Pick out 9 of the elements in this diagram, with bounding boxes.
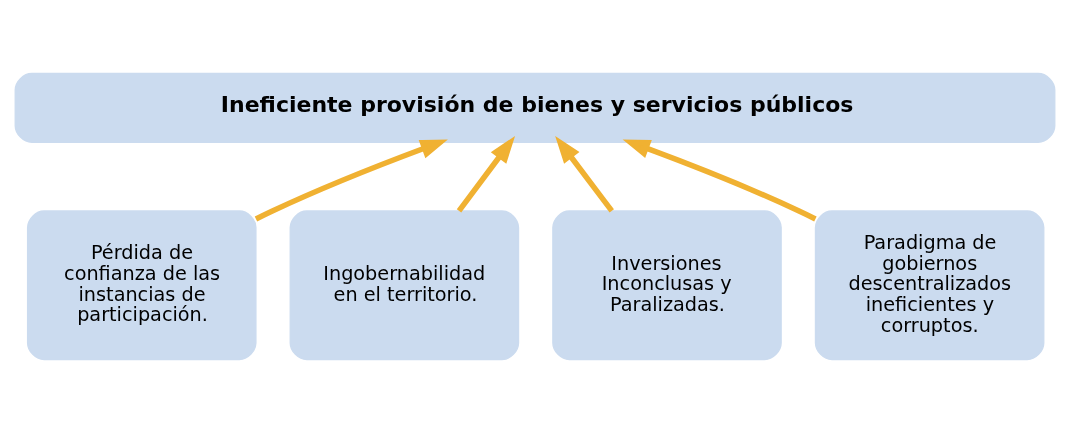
arrow: [622, 138, 817, 221]
arrow: [456, 135, 516, 212]
arrow: [254, 139, 448, 221]
node-box: Pérdida de confianza de las instancias de participación.: [26, 209, 257, 360]
arrow: [555, 135, 614, 212]
node-box: Ineficiente provisión de bienes y servicios públicos: [14, 72, 1056, 143]
node-box: Paradigma de gobiernos descentralizados ineficientes y corruptos.: [814, 209, 1045, 360]
node-box: Inversiones Inconclusas y Paralizadas.: [552, 209, 782, 360]
node-box: Ingobernabilidad en el territorio.: [289, 209, 520, 360]
